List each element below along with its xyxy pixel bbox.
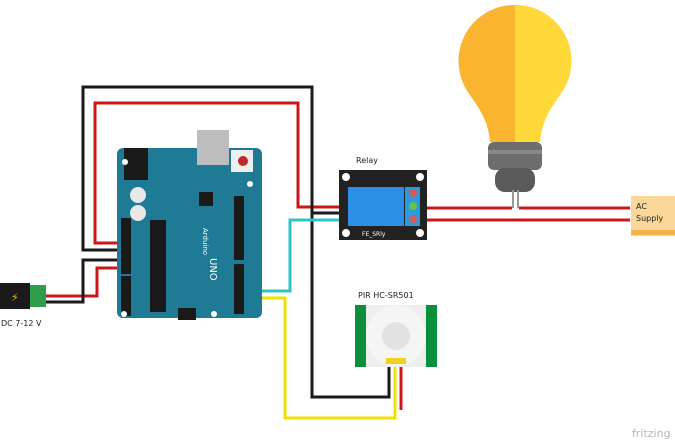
light-bulb: [458, 4, 572, 208]
arduino-uno-board: Arduino UNO: [117, 130, 262, 320]
wire-black-dc-gnd: [45, 258, 128, 304]
arduino-brand-text: Arduino: [201, 228, 209, 255]
relay-label: Relay: [356, 156, 378, 165]
wire-cyan-signal-relay: [245, 218, 339, 293]
dc-jack-label: DC 7-12 V: [1, 319, 42, 328]
ac-supply: AC Supply: [631, 196, 675, 236]
pir-label: PIR HC-SR501: [358, 291, 414, 300]
reset-button: [238, 156, 248, 166]
relay-board-text: FE_SRly: [362, 231, 386, 238]
fritzing-watermark: fritzing: [632, 427, 671, 440]
wire-red-5v-relay: [93, 101, 339, 245]
ac-supply-line1: AC: [636, 202, 647, 211]
relay-module: Relay FE_SRly: [339, 156, 427, 240]
wire-red-dc-vin: [45, 266, 128, 298]
pir-sensor: PIR HC-SR501: [355, 291, 437, 367]
wires: [45, 85, 630, 420]
ac-supply-line2: Supply: [636, 214, 664, 223]
arduino-uno-logo: UNO: [207, 258, 218, 281]
lightning-icon: ⚡: [11, 291, 19, 304]
wire-yellow-signal-pir: [245, 296, 397, 420]
wire-black-gnd-pir: [81, 85, 391, 399]
dc-power-jack: ⚡ DC 7-12 V: [0, 283, 46, 328]
